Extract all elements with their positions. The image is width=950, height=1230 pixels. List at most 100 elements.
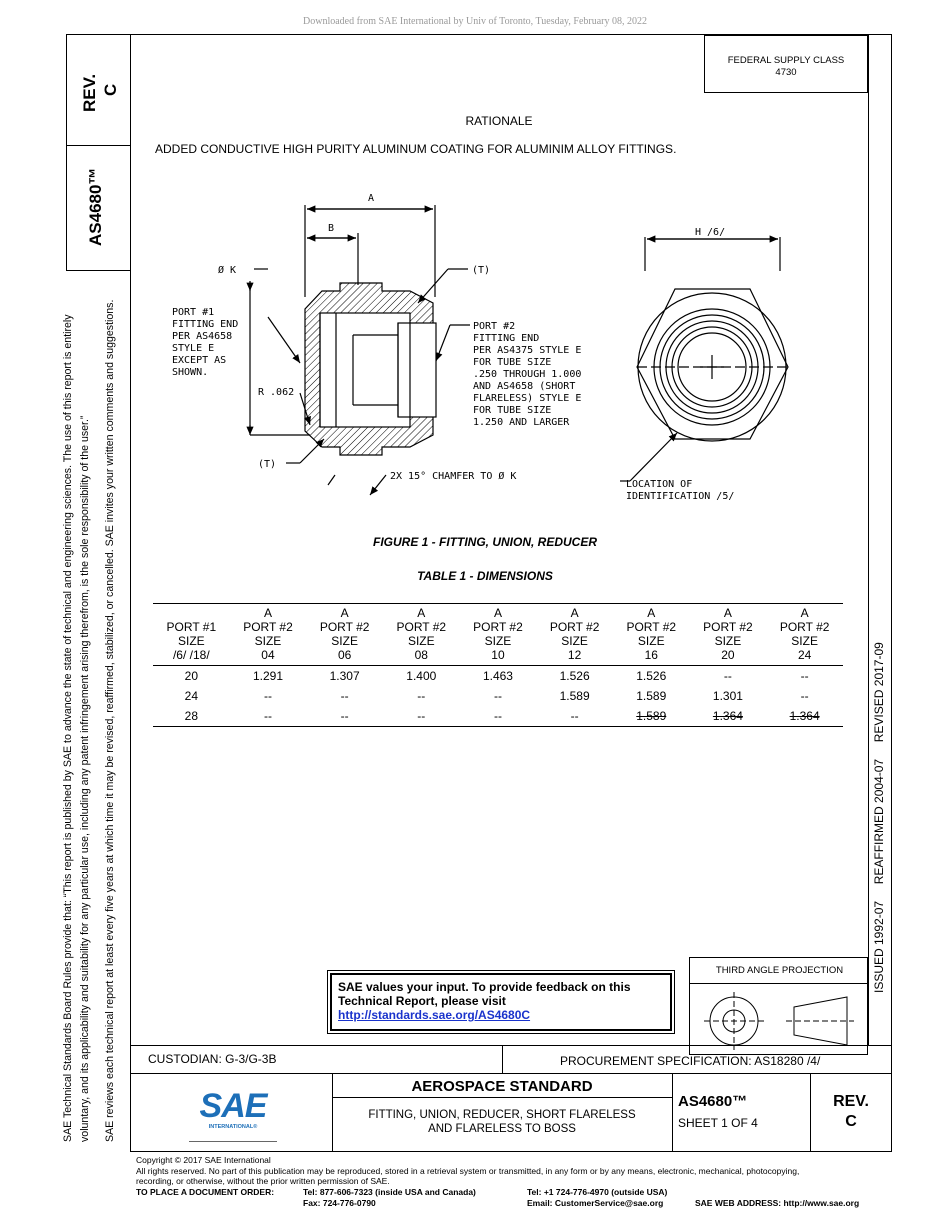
frame-inner-left — [130, 34, 131, 1151]
title-rev-value: C — [845, 1113, 857, 1130]
table-cell-struck: 1.364 — [689, 706, 767, 727]
table-cell-struck: 1.589 — [612, 706, 690, 727]
table-cell: 20 — [184, 669, 198, 683]
sidebar-divider — [66, 145, 130, 146]
svg-text:STYLE E: STYLE E — [172, 343, 214, 354]
custodian: CUSTODIAN: G-3/G-3B — [148, 1052, 277, 1066]
footer: Copyright © 2017 SAE International All r… — [136, 1155, 799, 1187]
projection-symbol-icon — [704, 992, 854, 1050]
table-cell: -- — [800, 689, 809, 703]
table-cell: 1.400 — [406, 669, 437, 683]
third-angle-label: THIRD ANGLE PROJECTION — [715, 965, 844, 976]
table-cell: -- — [493, 689, 502, 703]
tb-mid — [130, 1073, 892, 1074]
fitting-drawing: A B Ø K (T) (T) R .062 2X 15° CHAMFER TO… — [172, 193, 789, 502]
frame-right — [891, 34, 892, 1151]
table-cell: 1.291 — [252, 669, 283, 683]
tb-div-doc — [672, 1073, 673, 1151]
table-cell: -- — [459, 706, 537, 727]
table-cell: 1.526 — [636, 669, 667, 683]
table-cell: 1.526 — [559, 669, 590, 683]
document-title: FITTING, UNION, REDUCER, SHORT FLARELESS… — [332, 1108, 672, 1136]
table-cell: 1.301 — [712, 689, 743, 703]
frame-top — [66, 34, 892, 35]
sidebar-rev-label: REV. — [80, 73, 99, 112]
svg-text:.250 THROUGH 1.000: .250 THROUGH 1.000 — [473, 369, 581, 380]
svg-text:FITTING END: FITTING END — [473, 333, 539, 344]
federal-supply-box: FEDERAL SUPPLY CLASS 4730 — [704, 35, 868, 93]
port1-note: PORT #1 FITTING END PER AS4658 STYLE E E… — [172, 307, 238, 378]
sidebar-rules-line3: SAE reviews each technical report at lea… — [104, 299, 116, 1142]
sidebar-bottom — [66, 270, 130, 271]
sheet-number: SHEET 1 OF 4 — [678, 1116, 758, 1130]
svg-text:AND AS4658 (SHORT: AND AS4658 (SHORT — [473, 381, 575, 392]
hex-label: H /6/ — [695, 227, 725, 238]
title-doc-number: AS4680™ — [678, 1093, 748, 1110]
sae-logo: SAE INTERNATIONAL® — [187, 1088, 279, 1148]
feedback-line1: SAE values your input. To provide feedba… — [338, 980, 631, 994]
table-cell: -- — [382, 706, 460, 727]
footer-rights1: All rights reserved. No part of this pub… — [136, 1165, 800, 1176]
table-cell: -- — [340, 689, 349, 703]
figure-caption: FIGURE 1 - FITTING, UNION, REDUCER — [372, 535, 597, 549]
federal-supply-value: 4730 — [775, 67, 797, 78]
table-cell: 24 — [184, 689, 198, 703]
tb-div-rev — [810, 1073, 811, 1151]
table-cell: 28 — [153, 706, 230, 727]
footer-fax: Fax: 724-776-0790 — [303, 1198, 376, 1208]
sidebar-rev-value: C — [101, 83, 120, 96]
table-cell: -- — [723, 669, 732, 683]
feedback-box: SAE values your input. To provide feedba… — [327, 970, 675, 1034]
tb-div-custodian — [502, 1045, 503, 1073]
table-cell: 1.589 — [559, 689, 590, 703]
logo-rule — [189, 1141, 277, 1142]
feedback-line2: Technical Report, please visit — [338, 994, 506, 1008]
svg-text:SHOWN.: SHOWN. — [172, 367, 208, 378]
table-cell: 1.589 — [636, 689, 667, 703]
document-title-line1: FITTING, UNION, REDUCER, SHORT FLARELESS — [368, 1109, 636, 1121]
svg-text:1.250 AND LARGER: 1.250 AND LARGER — [473, 417, 570, 428]
svg-text:PORT #2: PORT #2 — [473, 321, 515, 332]
tb-div-logo — [332, 1073, 333, 1151]
svg-text:IDENTIFICATION /5/: IDENTIFICATION /5/ — [626, 491, 734, 502]
table-cell: -- — [263, 689, 272, 703]
feedback-inner: SAE values your input. To provide feedba… — [330, 973, 672, 1031]
sidebar-rules-line1: SAE Technical Standards Board Rules prov… — [62, 314, 74, 1142]
footer-tel-out: Tel: +1 724-776-4970 (outside USA) — [527, 1187, 668, 1197]
frame-bottom — [130, 1151, 892, 1152]
sae-logo-letters: SAE — [199, 1087, 268, 1125]
federal-supply-label: FEDERAL SUPPLY CLASS — [727, 55, 845, 66]
sidebar-rules-line2: voluntary, and its applicability and sui… — [79, 415, 91, 1142]
table-row: 20 1.291 1.307 1.400 1.463 1.526 1.526 -… — [153, 666, 843, 687]
issue-history: ISSUED 1992-07 REAFFIRMED 2004-07 REVISE… — [872, 642, 886, 993]
footer-web: SAE WEB ADDRESS: http://www.sae.org — [695, 1198, 860, 1208]
download-note: Downloaded from SAE International by Uni… — [303, 16, 647, 27]
document-title-line2: AND FLARELESS TO BOSS — [428, 1123, 576, 1135]
table-cell: -- — [229, 706, 307, 727]
table-cell: -- — [306, 706, 383, 727]
svg-text:FITTING END: FITTING END — [172, 319, 238, 330]
svg-text:LOCATION OF: LOCATION OF — [626, 479, 692, 490]
dim-b-label: B — [328, 223, 334, 234]
table-row: 28 -- -- -- -- -- 1.589 1.364 1.364 — [153, 706, 843, 727]
table-cell-struck: 1.364 — [766, 706, 843, 727]
frame-right-inner — [868, 34, 869, 1045]
svg-text:FOR TUBE SIZE: FOR TUBE SIZE — [473, 405, 551, 416]
svg-text:PORT #1: PORT #1 — [172, 307, 214, 318]
port2-note: PORT #2 FITTING END PER AS4375 STYLE E F… — [473, 321, 581, 428]
table-caption: TABLE 1 - DIMENSIONS — [417, 569, 553, 583]
svg-text:PER AS4375 STYLE E: PER AS4375 STYLE E — [473, 345, 581, 356]
third-angle-projection-box: THIRD ANGLE PROJECTION — [689, 957, 869, 1055]
t-bottom-label: (T) — [258, 459, 276, 470]
svg-text:EXCEPT AS: EXCEPT AS — [172, 355, 226, 366]
tap-divider — [690, 983, 869, 984]
procurement-spec: PROCUREMENT SPECIFICATION: AS18280 /4/ — [560, 1054, 821, 1068]
svg-text:FLARELESS) STYLE E: FLARELESS) STYLE E — [473, 393, 581, 404]
dim-a-label: A — [368, 193, 374, 204]
feedback-link[interactable]: http://standards.sae.org/AS4680C — [338, 1008, 531, 1022]
title-rev-label: REV. — [833, 1093, 869, 1110]
